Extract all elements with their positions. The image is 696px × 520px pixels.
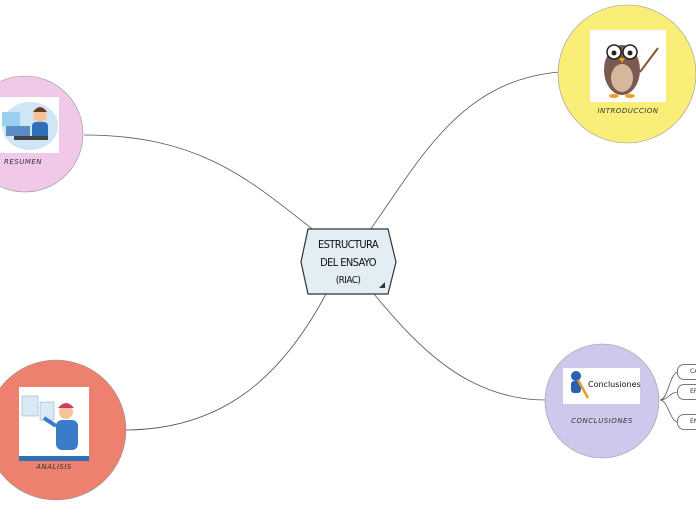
analisis-illustration	[19, 387, 89, 461]
node-analisis-label[interactable]: ANALISIS	[30, 463, 78, 471]
central-topic-line-3: (RIAC)	[300, 272, 396, 290]
node-conclusiones-label[interactable]: CONCLUSIONES	[566, 417, 638, 425]
connector-analisis	[124, 294, 326, 430]
central-topic-line-2: DEL ENSAYO	[300, 254, 396, 272]
connector-conclusiones	[374, 294, 546, 400]
leaf-item-2[interactable]: EF	[677, 384, 696, 400]
node-introduccion-label[interactable]: INTRODUCCION	[594, 107, 662, 115]
node-resumen-label[interactable]: RESUMEN	[0, 158, 46, 166]
leaf-item-3[interactable]: EN	[677, 414, 696, 430]
resumen-illustration	[0, 97, 59, 153]
central-topic-label[interactable]: ESTRUCTURA DEL ENSAYO (RIAC)	[300, 236, 396, 290]
conclusiones-image-text: Conclusiones	[588, 380, 641, 389]
connector-resumen	[84, 135, 316, 232]
central-topic-line-1: ESTRUCTURA	[300, 236, 396, 254]
connector-leaves	[660, 372, 678, 422]
introduccion-illustration	[590, 30, 666, 102]
leaf-item-1[interactable]: CA	[677, 364, 696, 380]
connector-introduccion	[370, 72, 560, 230]
